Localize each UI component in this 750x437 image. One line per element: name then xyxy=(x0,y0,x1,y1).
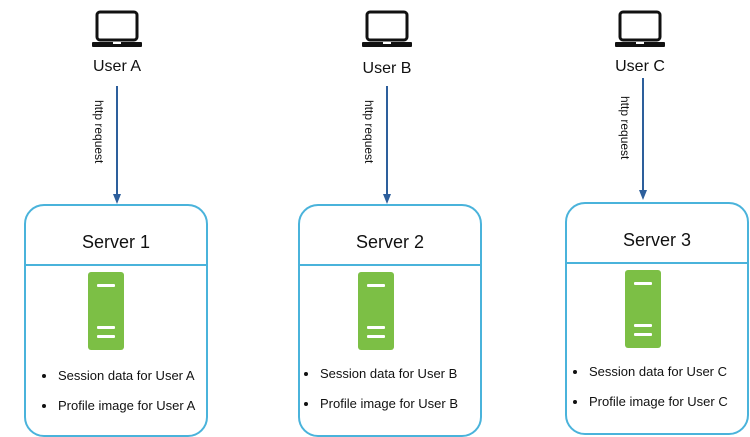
server-1-box: Server 1 Session data for User A Profile… xyxy=(24,204,208,437)
list-item: Profile image for User A xyxy=(42,398,195,428)
laptop-icon xyxy=(92,10,142,47)
list-item: Session data for User C xyxy=(573,364,728,394)
http-request-label: http request xyxy=(618,96,632,160)
laptop-icon xyxy=(615,10,665,47)
server-title: Server 2 xyxy=(355,232,425,252)
http-request-label: http request xyxy=(92,100,106,164)
user-a-label: User A xyxy=(92,58,141,75)
server-1-data-list: Session data for User A Profile image fo… xyxy=(42,368,195,428)
server-rack-icon xyxy=(88,272,124,350)
server-title: Server 1 xyxy=(81,232,151,252)
server-2-box: Server 2 Session data for User B Profile… xyxy=(298,204,482,437)
laptop-icon xyxy=(362,10,412,47)
server-3-box: Server 3 Session data for User C Profile… xyxy=(565,202,749,435)
server-2-data-list: Session data for User B Profile image fo… xyxy=(304,366,458,426)
divider xyxy=(567,262,747,264)
divider xyxy=(26,264,206,266)
list-item: Session data for User A xyxy=(42,368,195,398)
http-request-label: http request xyxy=(362,100,376,164)
server-3-data-list: Session data for User C Profile image fo… xyxy=(573,364,728,424)
list-item: Profile image for User B xyxy=(304,396,458,426)
list-item: Profile image for User C xyxy=(573,394,728,424)
request-arrow xyxy=(639,78,647,200)
user-c-label: User C xyxy=(615,58,665,75)
server-title: Server 3 xyxy=(622,230,692,250)
server-rack-icon xyxy=(625,270,661,348)
request-arrow xyxy=(383,86,391,204)
request-arrow xyxy=(113,86,121,204)
user-b-label: User B xyxy=(362,60,412,77)
list-item: Session data for User B xyxy=(304,366,458,396)
server-rack-icon xyxy=(358,272,394,350)
divider xyxy=(300,264,480,266)
